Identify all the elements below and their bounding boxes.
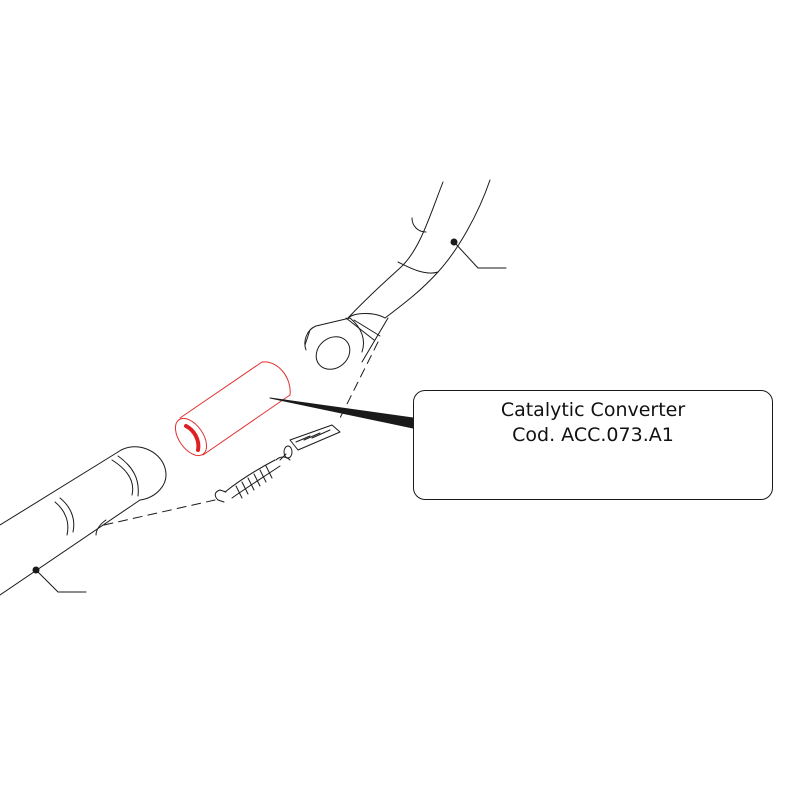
- ref-marker-lower: [32, 566, 87, 593]
- part-code: Cod. ACC.073.A1: [512, 424, 674, 446]
- assembly-dash-lines: [103, 341, 379, 526]
- leader-line: [269, 397, 414, 429]
- lower-exhaust-pipe: [0, 446, 167, 596]
- ref-marker-upper: [450, 238, 507, 269]
- catalytic-converter: [174, 361, 291, 457]
- callout-label: Catalytic Converter Cod. ACC.073.A1: [413, 398, 773, 448]
- upper-header-pipe: [304, 179, 491, 370]
- callout-box: [413, 390, 773, 500]
- part-title: Catalytic Converter: [500, 399, 686, 421]
- tension-spring: [214, 459, 281, 503]
